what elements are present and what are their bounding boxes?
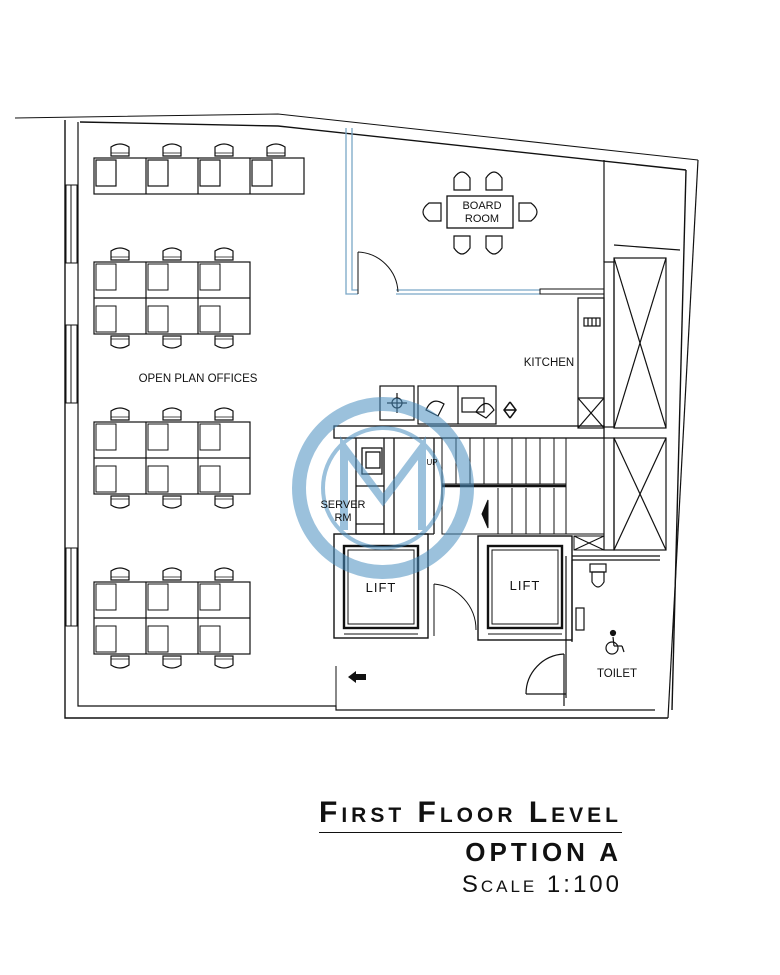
stair-up-label: UP <box>426 458 437 467</box>
exit-arrow-icon <box>348 671 366 683</box>
lift-lobby-door <box>335 583 477 706</box>
kitchen-counter <box>577 297 605 429</box>
server-room-label-2: RM <box>334 512 351 524</box>
office-desks <box>93 157 305 655</box>
title-block: First Floor Level OPTION A Scale 1:100 <box>319 796 622 901</box>
board-room-label-2: ROOM <box>465 213 499 225</box>
accessible-toilet-icon <box>605 629 625 655</box>
board-room-glazing <box>345 128 540 295</box>
toilet-room <box>525 555 660 706</box>
toilet-label: TOILET <box>597 668 637 680</box>
open-plan-offices-label: OPEN PLAN OFFICES <box>139 373 258 385</box>
drawing-option: OPTION A <box>465 837 622 867</box>
desk-monitors <box>95 263 221 653</box>
watermark-logo <box>292 397 474 579</box>
lift-right <box>477 535 573 641</box>
lift-left-label: LIFT <box>366 580 397 595</box>
board-room-door <box>357 251 605 295</box>
left-windows <box>65 184 78 627</box>
lift-right-label: LIFT <box>510 578 541 593</box>
drawing-title: First Floor Level <box>319 796 622 833</box>
right-partitions <box>603 160 681 551</box>
server-room-label-1: SERVER <box>320 499 365 511</box>
board-room-label-1: BOARD <box>462 200 501 212</box>
drawing-scale: Scale 1:100 <box>461 871 622 898</box>
kitchen-label: KITCHEN <box>524 357 574 369</box>
board-table <box>422 171 538 255</box>
